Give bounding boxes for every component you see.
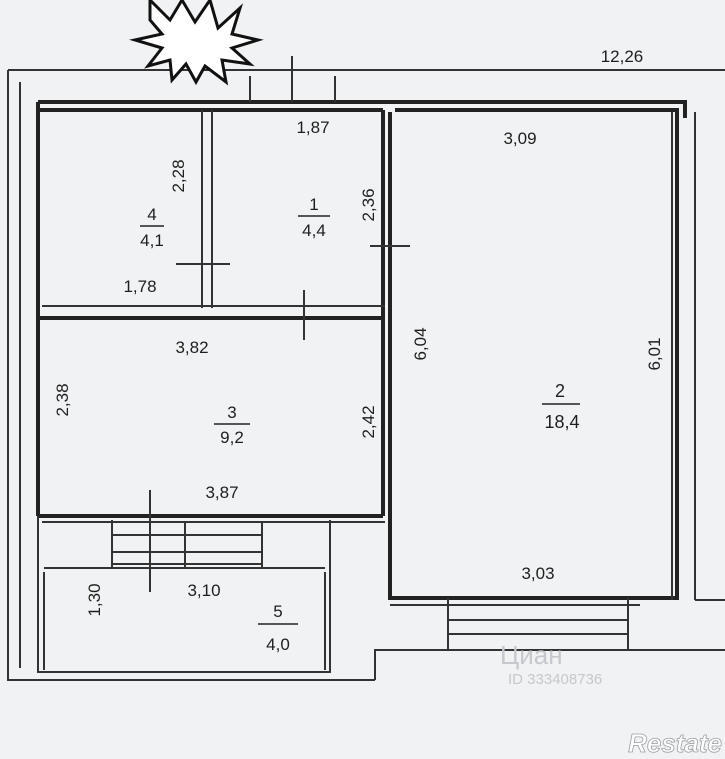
building-outline xyxy=(7,69,725,681)
dimension-room3-bottom: 3,87 xyxy=(205,483,238,502)
room-5-number: 5 xyxy=(273,602,282,621)
dimension-room3-right: 2,42 xyxy=(359,405,378,438)
dimension-room1-height: 2,36 xyxy=(359,188,378,221)
room-3-area: 9,2 xyxy=(220,428,244,447)
room-2-number: 2 xyxy=(555,381,565,401)
watermark-id: ID 333408736 xyxy=(508,671,602,688)
dimension-room2-bottom: 3,03 xyxy=(521,564,554,583)
starburst-icon xyxy=(129,0,264,86)
dimension-room2-right: 6,01 xyxy=(645,337,664,370)
room-2-area: 18,4 xyxy=(544,412,579,432)
dimension-room4-height: 2,28 xyxy=(169,159,188,192)
room-4-area: 4,1 xyxy=(140,231,164,250)
partition-walls xyxy=(149,56,410,592)
dimension-overall: 12,26 xyxy=(601,47,644,66)
dimension-room2-top: 3,09 xyxy=(503,129,536,148)
room-1-area: 4,4 xyxy=(302,221,326,240)
stairs-balcony xyxy=(447,598,629,650)
dimension-room5-height: 1,30 xyxy=(85,583,104,616)
stairs-entrance xyxy=(111,520,263,568)
dimension-room5-width: 3,10 xyxy=(187,581,220,600)
dimension-room3-top: 3,82 xyxy=(175,338,208,357)
dimension-room1-top: 1,87 xyxy=(296,118,329,137)
room-4-number: 4 xyxy=(147,205,156,224)
room-3-number: 3 xyxy=(227,403,236,422)
dimension-room3-left: 2,38 xyxy=(53,383,72,416)
dimension-room2-left: 6,04 xyxy=(411,327,430,360)
room-1-number: 1 xyxy=(309,195,318,214)
watermark-brand: Циан xyxy=(500,640,563,670)
restate-logo: Restate xyxy=(628,728,722,758)
room-5-area: 4,0 xyxy=(266,635,290,654)
apartment-walls xyxy=(36,100,687,600)
dimension-room4-bottom: 1,78 xyxy=(123,277,156,296)
